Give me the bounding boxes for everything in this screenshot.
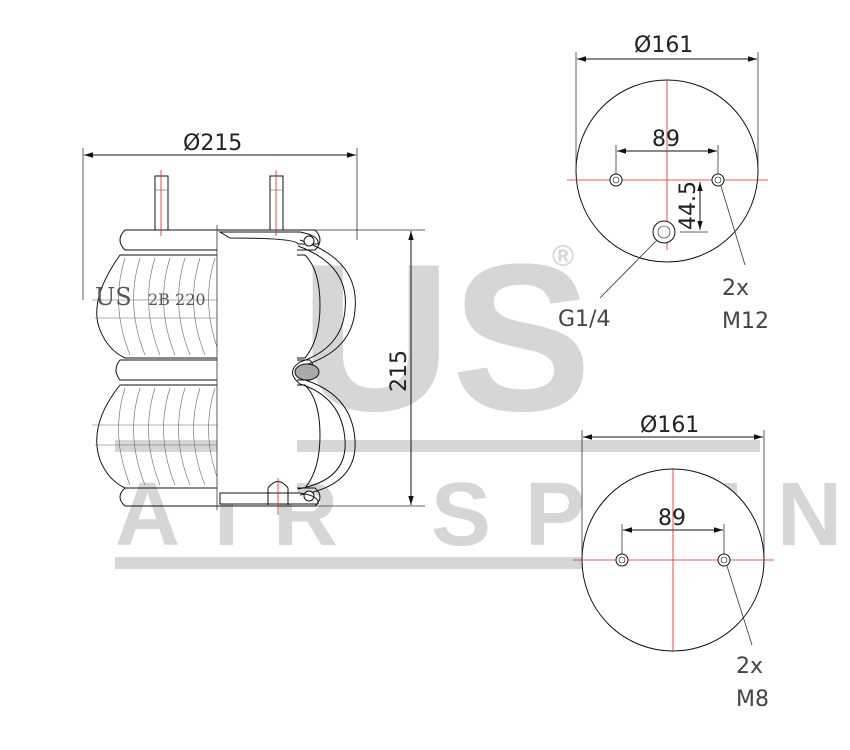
side-view: Ø215 215 <box>82 131 425 515</box>
bellow-section-inner <box>292 245 346 490</box>
top-bead-plate <box>119 229 321 251</box>
lower-bellow-ribs <box>92 387 221 486</box>
width-dimension: Ø215 <box>82 131 358 300</box>
top-bolt-size-label: M12 <box>722 309 769 334</box>
bottom-bolt-holes <box>615 553 731 567</box>
bellow-marking-brand: US <box>95 283 132 311</box>
bottom-plate-diameter-label: Ø161 <box>640 413 699 438</box>
upper-bellow <box>96 254 321 359</box>
bellow-marking-model: 2B 220 <box>148 290 206 309</box>
watermark-brand: US <box>300 220 592 455</box>
top-plate-diameter-label: Ø161 <box>634 33 693 58</box>
top-bolt-holes <box>609 173 725 187</box>
air-port <box>652 220 676 244</box>
top-bolt-leader-line <box>720 185 746 266</box>
bottom-bolt-size-label: M8 <box>736 687 769 712</box>
top-plate-offset-label: 44.5 <box>676 181 701 230</box>
port-leader-line <box>599 239 658 299</box>
width-dimension-label: Ø215 <box>183 131 242 156</box>
port-callout-label: G1/4 <box>558 307 610 332</box>
upper-bellow-ribs <box>92 257 221 356</box>
top-plate-section <box>218 231 319 245</box>
height-dimension-label: 215 <box>387 350 412 392</box>
bottom-bolt-leader-line <box>726 565 753 646</box>
top-plate-spacing-label: 89 <box>652 127 680 152</box>
top-bolt-count-label: 2x <box>722 276 749 301</box>
side-centerlines <box>160 170 279 515</box>
bottom-plate-spacing-label: 89 <box>658 506 686 531</box>
bottom-bolt-count-label: 2x <box>736 654 763 679</box>
bottom-plate-view: Ø161 89 2x M8 <box>573 413 774 712</box>
watermark-bar-top <box>115 440 760 452</box>
watermark-registered-mark: ® <box>552 240 574 273</box>
top-plate-view: Ø161 89 44.5 G1/4 2x M12 <box>558 33 769 334</box>
girdle-ring-section <box>294 363 320 381</box>
bottom-bead-plate <box>119 487 321 507</box>
mounting-studs <box>154 175 284 231</box>
bottom-plate-section <box>219 492 319 505</box>
height-dimension: 215 <box>310 229 425 507</box>
section-cutaway <box>217 232 297 504</box>
